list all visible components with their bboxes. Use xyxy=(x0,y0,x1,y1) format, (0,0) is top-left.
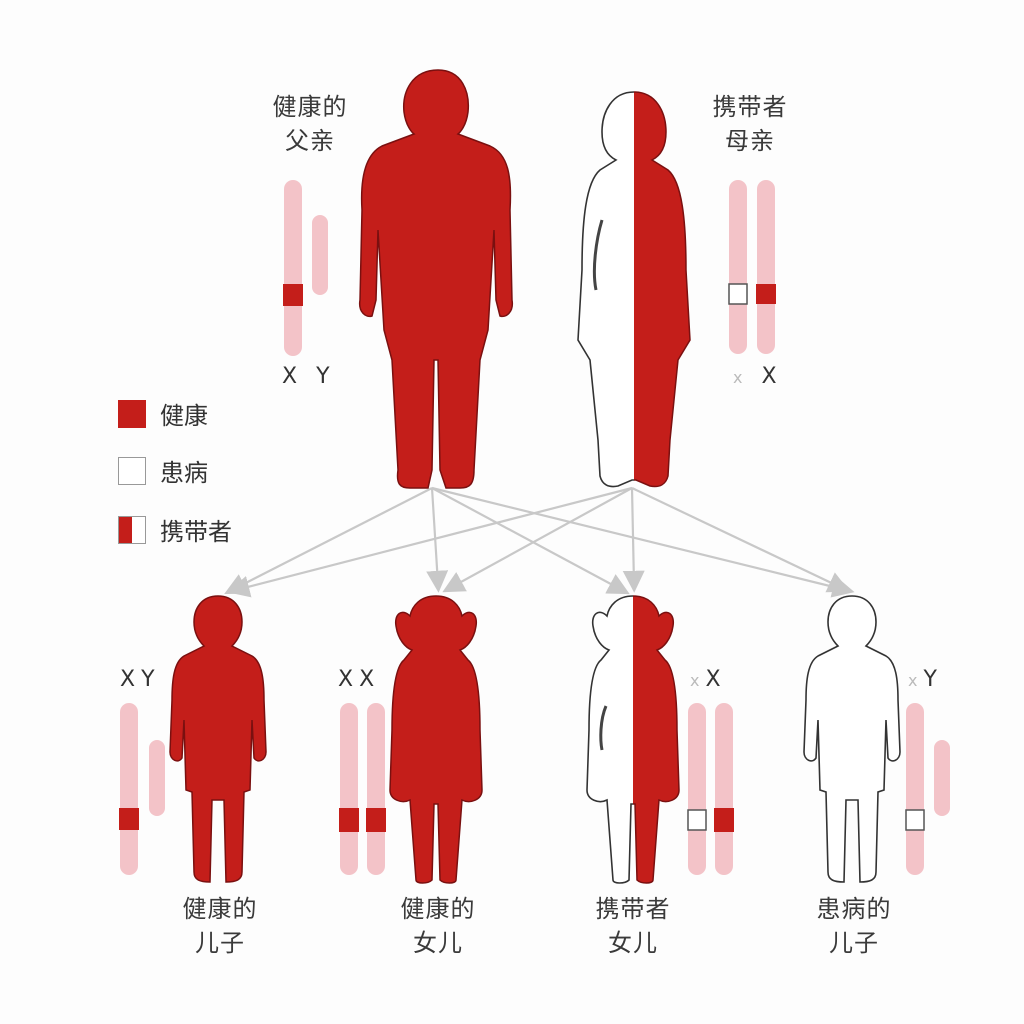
father-chromosomes xyxy=(283,180,328,356)
affected-swatch-icon xyxy=(118,456,146,485)
father-label-line1: 健康的 xyxy=(272,93,348,121)
legend-carrier-label: 携带者 xyxy=(160,518,232,546)
child4-label: 患病的 儿子 xyxy=(794,892,914,960)
child3-label-line2: 女儿 xyxy=(608,929,658,957)
child4-chromosome-label: xY xyxy=(908,667,943,692)
mother-chrom-b: X xyxy=(761,364,783,389)
child1-chrom-a: X xyxy=(120,667,142,692)
father-chromosome-label: X Y xyxy=(282,364,336,389)
affected-son-figure xyxy=(803,595,901,883)
legend-affected: 患病 xyxy=(118,453,208,488)
mother-label-line2: 母亲 xyxy=(725,127,775,155)
child1-label: 健康的 儿子 xyxy=(160,892,280,960)
affected-son-chromosomes xyxy=(905,703,950,875)
healthy-daughter-figure xyxy=(389,595,483,884)
child3-label: 携带者 女儿 xyxy=(573,892,693,960)
healthy-son-chromosomes xyxy=(119,703,165,875)
mother-label: 携带者 母亲 xyxy=(690,90,810,158)
child3-label-line1: 携带者 xyxy=(595,895,671,923)
child1-label-line2: 儿子 xyxy=(195,929,245,957)
father-label-line2: 父亲 xyxy=(285,127,335,155)
mother-chrom-a: x xyxy=(733,368,749,387)
father-figure xyxy=(358,69,514,489)
child4-label-line2: 儿子 xyxy=(829,929,879,957)
child3-chrom-a: x xyxy=(690,671,706,690)
child2-chrom-a: X xyxy=(338,667,360,692)
carrier-daughter-chromosomes xyxy=(687,703,734,875)
legend-healthy-label: 健康 xyxy=(160,402,208,430)
legend-carrier: 携带者 xyxy=(118,512,232,547)
mother-label-line1: 携带者 xyxy=(712,93,788,121)
mother-chromosome-label: x X xyxy=(733,364,783,389)
child3-chrom-b: X xyxy=(705,667,727,692)
mother-chromosomes xyxy=(728,180,776,354)
inheritance-arrows xyxy=(224,486,855,598)
father-label: 健康的 父亲 xyxy=(250,90,370,158)
child2-label: 健康的 女儿 xyxy=(378,892,498,960)
child2-label-line1: 健康的 xyxy=(400,895,476,923)
child3-chromosome-label: xX xyxy=(690,667,727,692)
child4-chrom-b: Y xyxy=(923,667,943,692)
healthy-daughter-chromosomes xyxy=(339,703,386,875)
child2-chromosome-label: XX xyxy=(338,667,380,692)
mother-figure xyxy=(577,91,691,488)
child1-label-line1: 健康的 xyxy=(182,895,258,923)
carrier-daughter-figure xyxy=(586,595,680,884)
child2-label-line2: 女儿 xyxy=(413,929,463,957)
child4-label-line1: 患病的 xyxy=(816,895,892,923)
healthy-swatch-icon xyxy=(118,399,146,428)
child4-chrom-a: x xyxy=(908,671,924,690)
healthy-son-figure xyxy=(169,595,267,883)
child2-chrom-b: X xyxy=(359,667,381,692)
child1-chrom-b: Y xyxy=(141,667,161,692)
child1-chromosome-label: XY xyxy=(120,667,161,692)
legend-healthy: 健康 xyxy=(118,396,208,431)
legend-affected-label: 患病 xyxy=(160,459,208,487)
carrier-swatch-icon xyxy=(118,515,146,544)
